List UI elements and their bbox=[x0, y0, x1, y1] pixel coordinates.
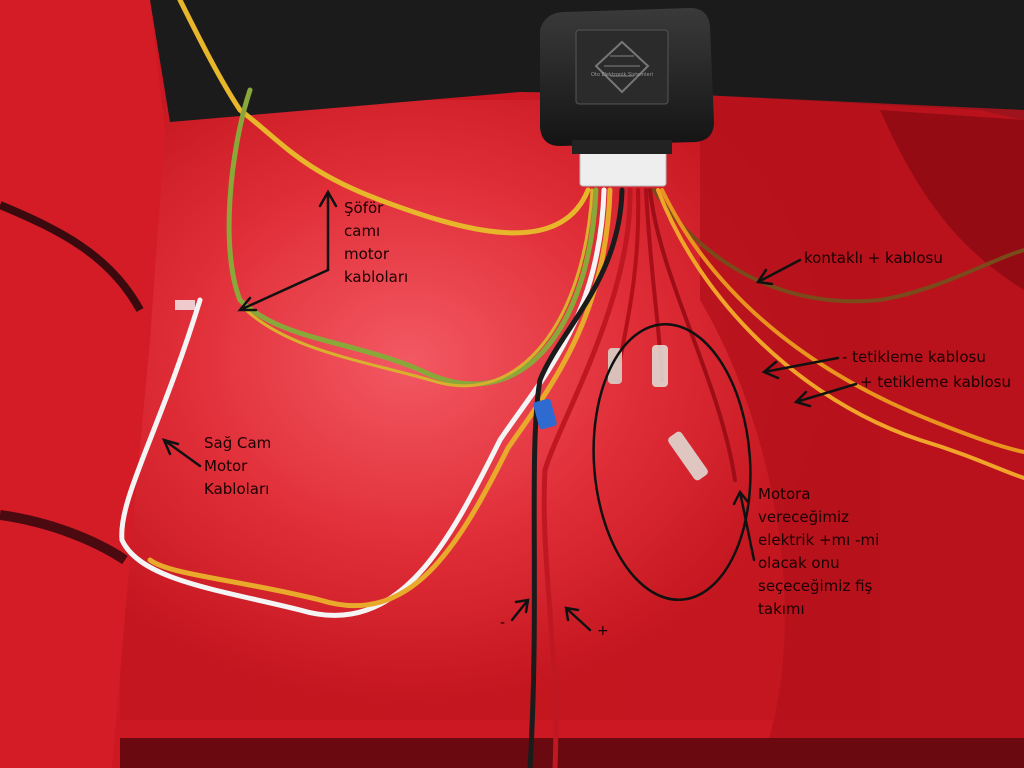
module-diamond-logo bbox=[594, 40, 650, 94]
wire-harness bbox=[119, 0, 1024, 768]
polarity-selection-ellipse bbox=[592, 322, 752, 602]
module-diamond-lines bbox=[604, 55, 640, 77]
arrow-driver-left bbox=[237, 268, 330, 312]
left-bolster-seam-lower bbox=[0, 510, 128, 565]
right-window-motor-cables-label: Sağ Cam Motor Kabloları bbox=[204, 434, 272, 498]
plus-sign-label: + bbox=[597, 623, 609, 639]
wire-driver-yellow bbox=[177, 0, 591, 236]
wire-orange-trigger-neg bbox=[656, 188, 1024, 480]
arrow-driver-up bbox=[318, 189, 338, 272]
wiring-connector-block bbox=[579, 149, 667, 187]
wire-brown-ignition bbox=[652, 188, 1024, 304]
seat-bottom-edge bbox=[120, 738, 1024, 768]
negative-trigger-cable-label: - tetikleme kablosu bbox=[842, 348, 986, 366]
wire-driver-green bbox=[226, 87, 599, 387]
arrow-pos-trigger bbox=[793, 382, 858, 408]
positive-trigger-cable-label: + tetikleme kablosu bbox=[860, 373, 1011, 391]
ignition-plus-cable-label: kontaklı + kablosu bbox=[804, 249, 943, 267]
wire-right-orange bbox=[147, 187, 613, 608]
blue-fuse bbox=[533, 398, 557, 430]
arrow-right-window bbox=[161, 438, 202, 468]
module-label-plate bbox=[575, 29, 669, 105]
wire-driver-yellow-2 bbox=[244, 188, 594, 388]
minus-sign-label: - bbox=[500, 615, 506, 631]
arrow-ignition bbox=[755, 258, 802, 286]
wire-orange-trigger-pos bbox=[660, 188, 1024, 454]
module-strain-relief bbox=[572, 140, 672, 154]
polarity-plug-3 bbox=[668, 431, 708, 481]
arrow-plus bbox=[564, 606, 592, 632]
annotation-arrows bbox=[161, 189, 858, 632]
wire-red-polarity-1 bbox=[618, 188, 641, 362]
arrow-minus bbox=[510, 598, 530, 622]
arrow-motora bbox=[732, 489, 756, 562]
polarity-plug-1 bbox=[608, 348, 622, 384]
module-brand-text: Oto Elektronik Sistemleri bbox=[591, 72, 653, 78]
driver-window-motor-cables-label: Şöför camı motor kabloları bbox=[344, 199, 409, 286]
right-bolster-shadow bbox=[880, 110, 1024, 290]
left-seat-bolster bbox=[0, 0, 165, 768]
right-shadow bbox=[700, 95, 1024, 768]
arrow-neg-trigger bbox=[761, 356, 840, 380]
polarity-plug-2 bbox=[652, 345, 668, 387]
spare-terminal-tips bbox=[175, 300, 195, 310]
left-bolster-seam bbox=[0, 201, 144, 312]
wire-black-ground bbox=[527, 187, 625, 768]
motor-polarity-plug-set-label: Motora vereceğimiz elektrik +mı -mi olac… bbox=[758, 485, 880, 618]
wire-red-plus bbox=[541, 187, 633, 768]
